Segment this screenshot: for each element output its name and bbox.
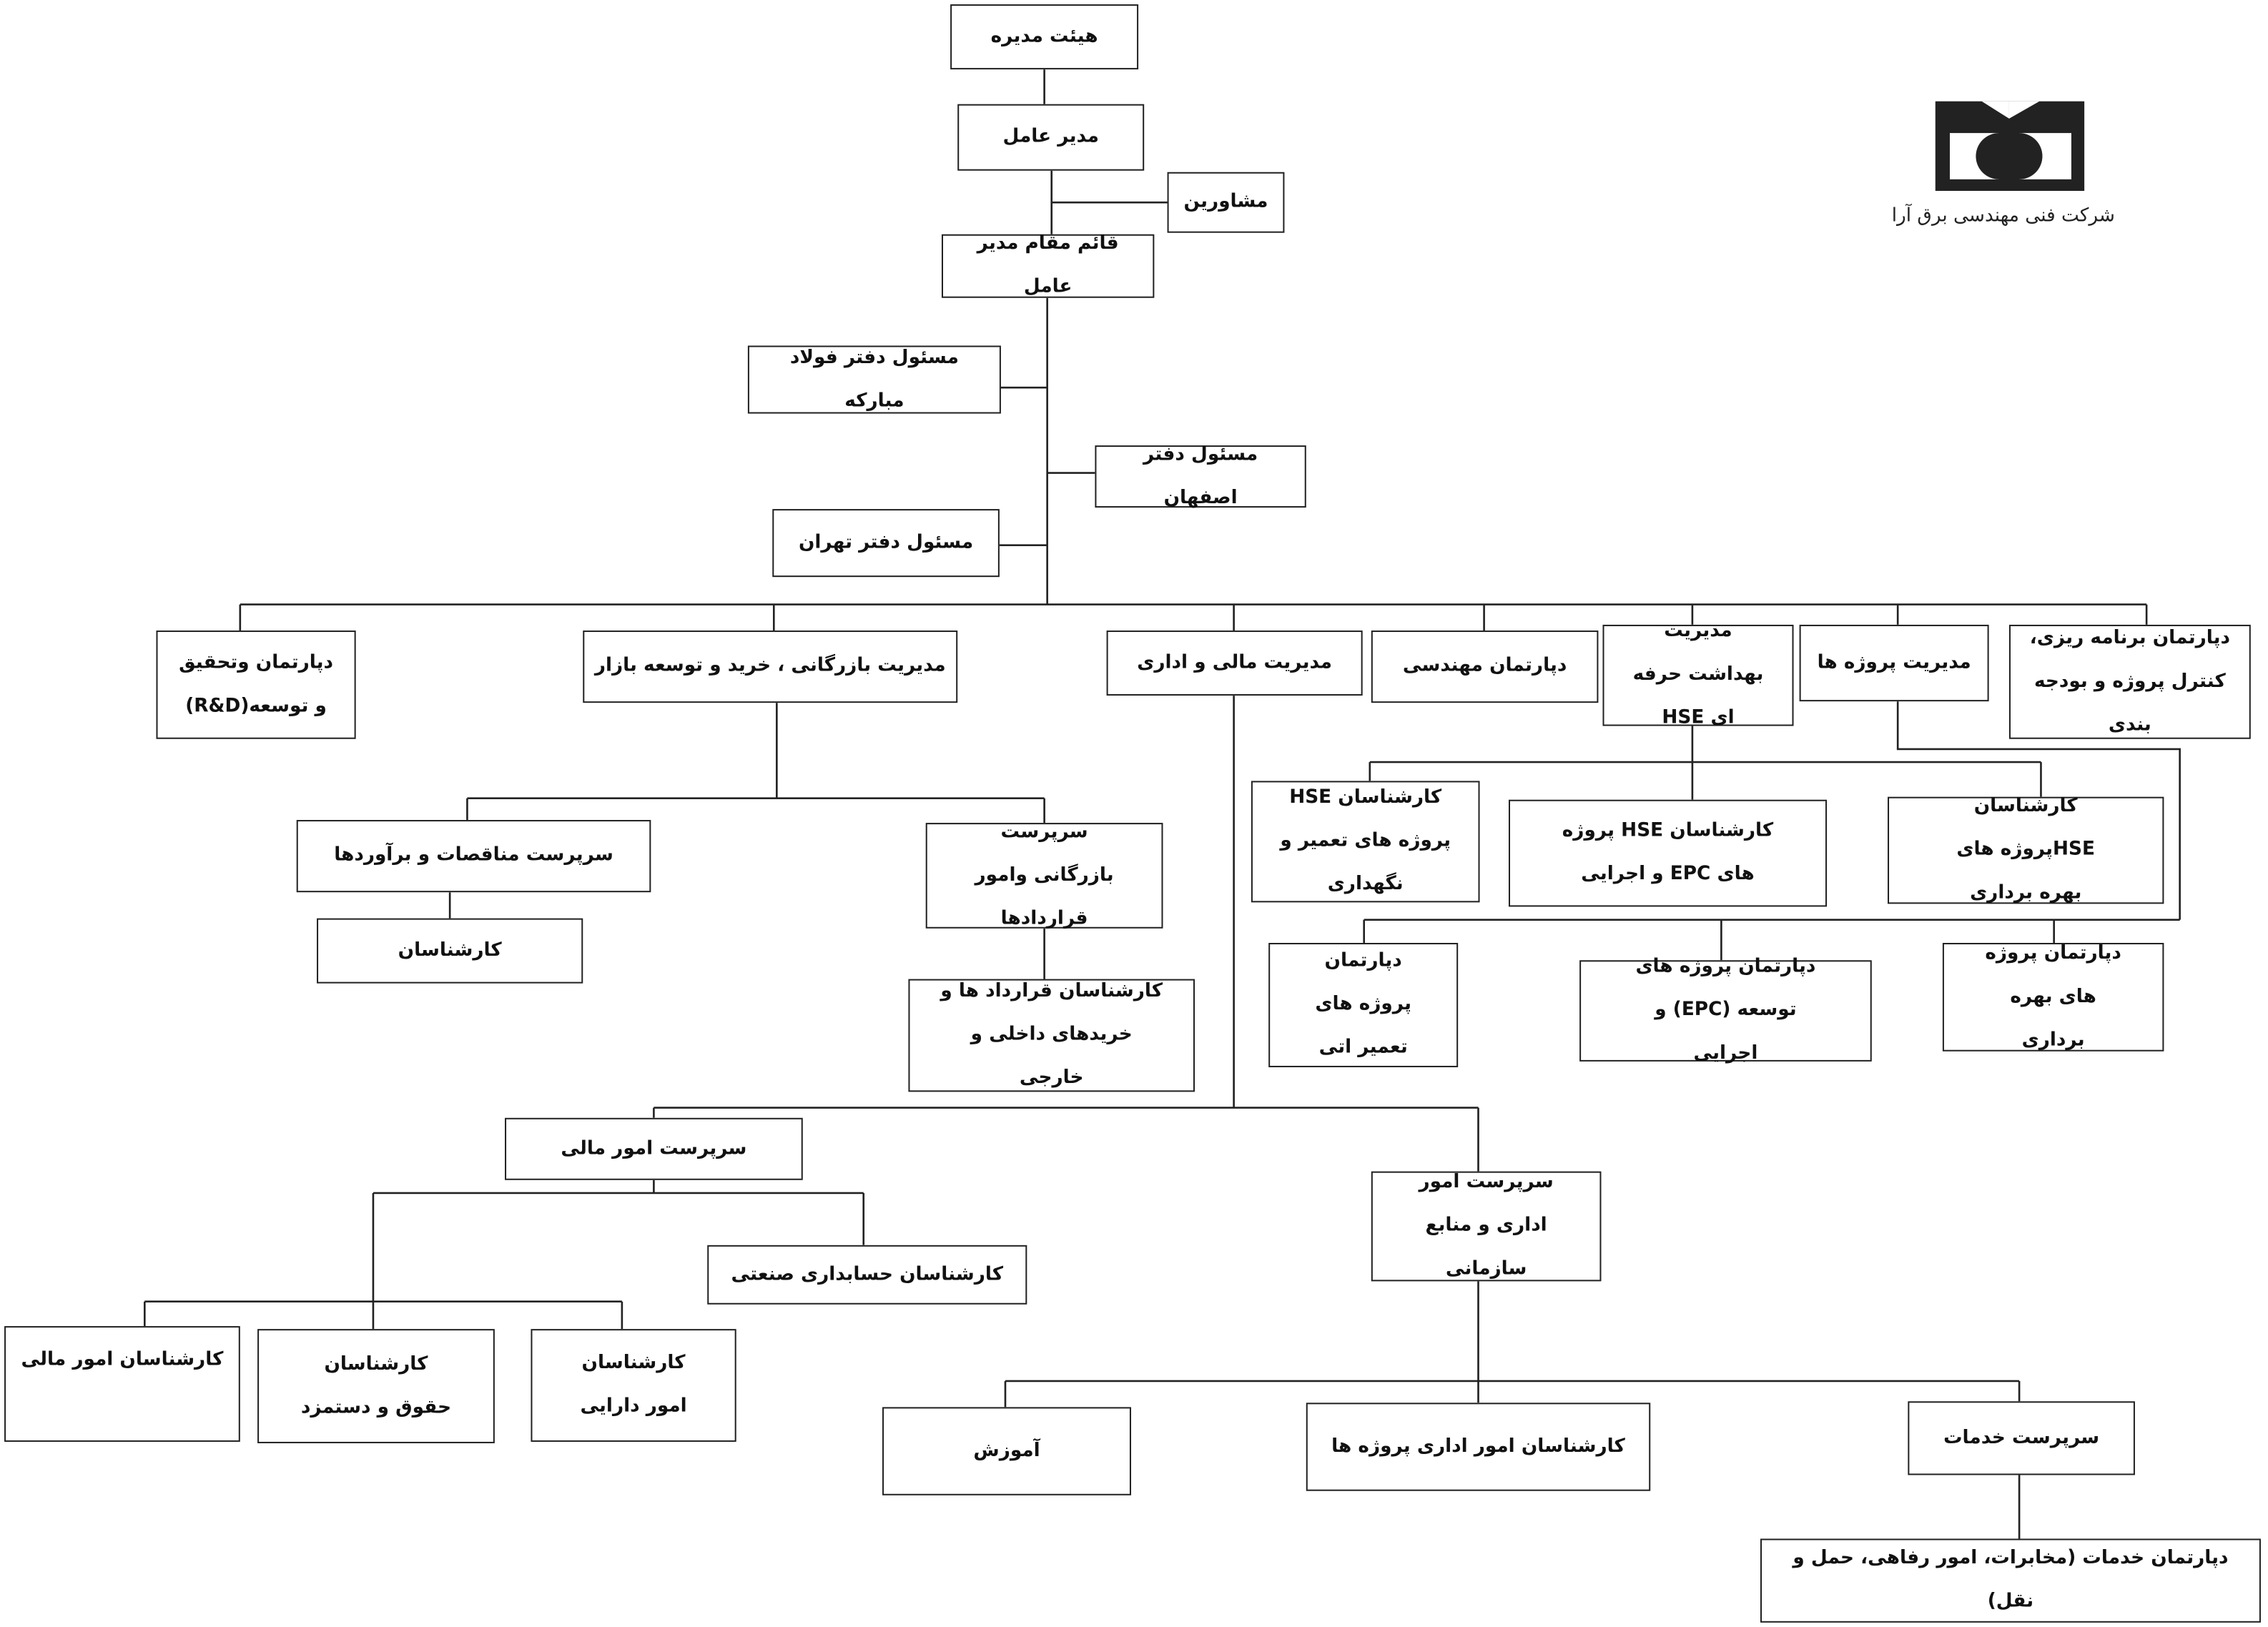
node-dept-operation: دپارتمان پروژه های بهره برداری (1942, 942, 2164, 1052)
node-industrial-accounting: کارشناسان حسابداری صنعتی (707, 1245, 1027, 1305)
node-advisors: مشاورین (1167, 172, 1285, 233)
logo-mark (1935, 101, 2085, 192)
node-commerce-contracts: سرپرست بازرگانی وامور قراردادها (925, 821, 1163, 929)
company-name: شرکت فنی مهندسی برق آرا (1891, 205, 2115, 227)
node-hse-epc: کارشناسان HSE پروژه های EPC و اجرایی (1508, 799, 1828, 907)
node-finance-admin: مدیریت مالی و اداری (1106, 630, 1363, 696)
node-projects: مدیریت پروژه ها (1799, 624, 1989, 702)
node-hse: مدیریت بهداشت حرفه ای HSE (1602, 620, 1794, 729)
node-rnd: دپارتمان وتحقیق و توسعه(R&D) (156, 630, 356, 739)
node-training: آموزش (882, 1407, 1131, 1495)
node-board: هیئت مدیره (950, 4, 1139, 70)
node-office-tehran: مسئول دفتر تهران (772, 509, 1000, 578)
node-office-mobarakeh: مسئول دفتر فولاد مبارکه (747, 345, 1001, 414)
node-tenders: سرپرست مناقصات و برآوردها (296, 820, 651, 893)
node-commerce: مدیریت بازرگانی ، خرید و توسعه بازار (583, 630, 958, 703)
node-contract-experts: کارشناسان قرارداد ها و خریدهای داخلی و خ… (908, 979, 1195, 1092)
node-hse-maintenance: کارشناسان HSE پروژه های تعمیر و نگهداری (1251, 781, 1480, 903)
node-services-sup: سرپرست خدمات (1908, 1401, 2135, 1475)
node-deputy-ceo: قائم مقام مدیر عامل (941, 233, 1155, 298)
node-project-admin-experts: کارشناسان امور اداری پروژه ها (1306, 1403, 1651, 1491)
node-finance-experts: کارشناسان امور مالی (4, 1326, 240, 1442)
node-planning: دپارتمان برنامه ریزی، کنترل پروژه و بودج… (2008, 624, 2251, 739)
node-services-dept: دپارتمان خدمات (مخابرات، امور رفاهی، حمل… (1760, 1538, 2261, 1623)
node-office-isfahan: مسئول دفتر اصفهان (1095, 443, 1306, 508)
node-hse-operation: کارشناسان HSEپروژه های بهره برداری (1888, 796, 2164, 904)
node-payroll-experts: کارشناسان حقوق و دستمزد (257, 1329, 495, 1443)
node-engineering: دپارتمان مهندسی (1371, 630, 1599, 703)
node-dept-epc: دپارتمان پروژه های توسعه (EPC) و اجرایی (1579, 956, 1872, 1064)
node-ceo: مدیر عامل (957, 104, 1145, 171)
node-asset-experts: کارشناسان امور دارایی (531, 1329, 736, 1442)
company-logo: شرکت فنی مهندسی برق آرا (1880, 101, 2126, 227)
node-dept-repair: دپارتمان پروژه های تعمیر اتی (1268, 942, 1459, 1067)
node-finance-sup: سرپرست امور مالی (505, 1117, 803, 1180)
node-admin-hr-sup: سرپرست امور اداری و منابع سازمانی (1371, 1171, 1602, 1282)
node-experts: کارشناسان (317, 918, 583, 984)
